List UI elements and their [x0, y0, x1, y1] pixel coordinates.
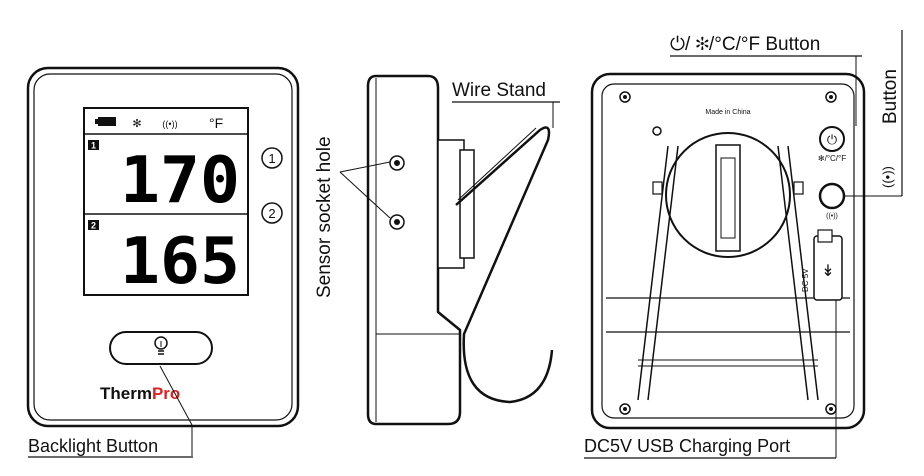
usb-text: DC 5V	[801, 268, 810, 292]
button-caption: ✻/°C/°F	[818, 154, 846, 163]
battery-icon	[95, 117, 116, 126]
callout-1	[261, 147, 283, 169]
front-view: ✻ ((•)) °F 1 2 170 165 ThermPro 1 2 Back…	[26, 66, 300, 458]
lightbulb-icon	[154, 336, 168, 355]
back-view: Made in China ⏻ ✻/°C/°F ((•)) ↡ DC 5V ⏻/…	[584, 30, 903, 459]
callout-2	[261, 202, 283, 224]
made-in-china-text: Made in China	[705, 109, 750, 116]
alarm-label-icon: ((•))	[880, 166, 895, 188]
alarm-icon: ((•))	[162, 119, 177, 129]
svg-text:2: 2	[268, 206, 275, 221]
alarm-button[interactable]	[818, 182, 846, 210]
probe2-reading: 165	[120, 225, 240, 299]
alarm-button-icon: ((•))	[826, 213, 838, 220]
probe1-reading: 170	[120, 144, 240, 218]
svg-text:1: 1	[268, 151, 275, 166]
usb-icon: ↡	[821, 263, 834, 280]
backlight-button[interactable]	[109, 331, 213, 365]
bluetooth-icon: ✻	[132, 118, 141, 130]
side-view: Sensor socket hole Wire Stand	[314, 74, 560, 426]
wire-stand-label: Wire Stand	[452, 80, 546, 101]
alarm-button-label: Button	[880, 69, 901, 124]
unit-label: °F	[209, 115, 223, 131]
usb-port-label: DC5V USB Charging Port	[584, 436, 790, 456]
power-button-label: ⏻/ ✻/°C/°F Button	[670, 34, 820, 55]
power-unit-button[interactable]	[819, 126, 845, 152]
backlight-button-label: Backlight Button	[28, 436, 158, 456]
brand-logo: ThermPro	[100, 384, 180, 403]
probe2-tag: 2	[91, 221, 96, 231]
wire-stand	[455, 126, 554, 404]
lcd-screen	[83, 107, 249, 296]
sensor-socket-label: Sensor socket hole	[314, 136, 335, 298]
power-icon: ⏻	[827, 132, 837, 147]
probe1-tag: 1	[91, 141, 96, 151]
